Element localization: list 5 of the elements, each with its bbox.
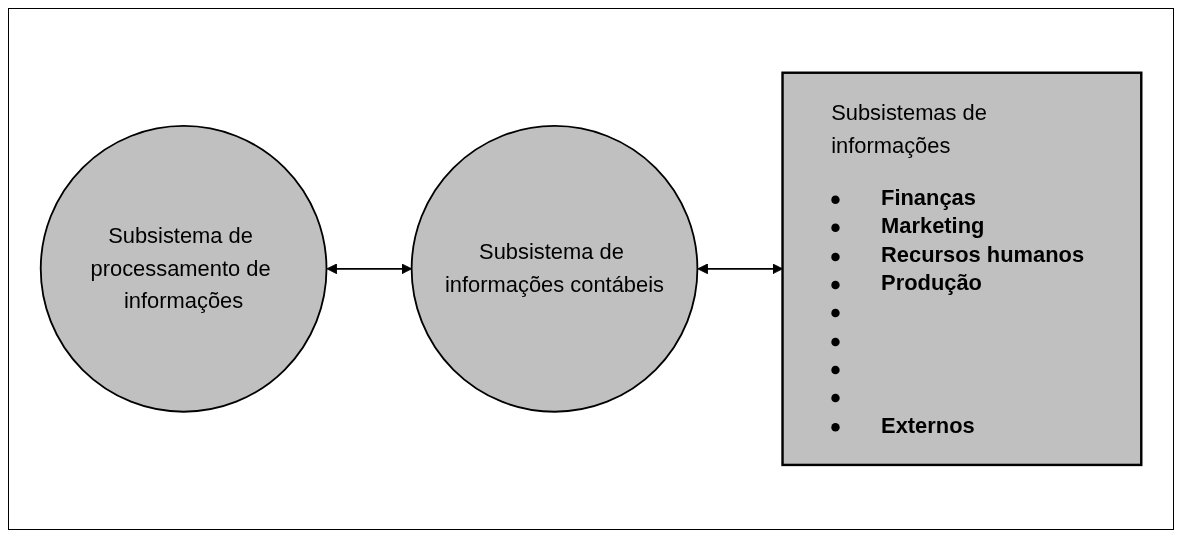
- diagram-frame: Subsistema de processamento de informações Subsistema de informações contábeis Subsistemas de informações Finanças Marketing Recursos humanos Produção Externos: [8, 8, 1174, 530]
- node-circle: [410, 125, 699, 413]
- arrow: [697, 263, 783, 275]
- node-box: [781, 71, 1143, 467]
- node-circle: [39, 125, 328, 413]
